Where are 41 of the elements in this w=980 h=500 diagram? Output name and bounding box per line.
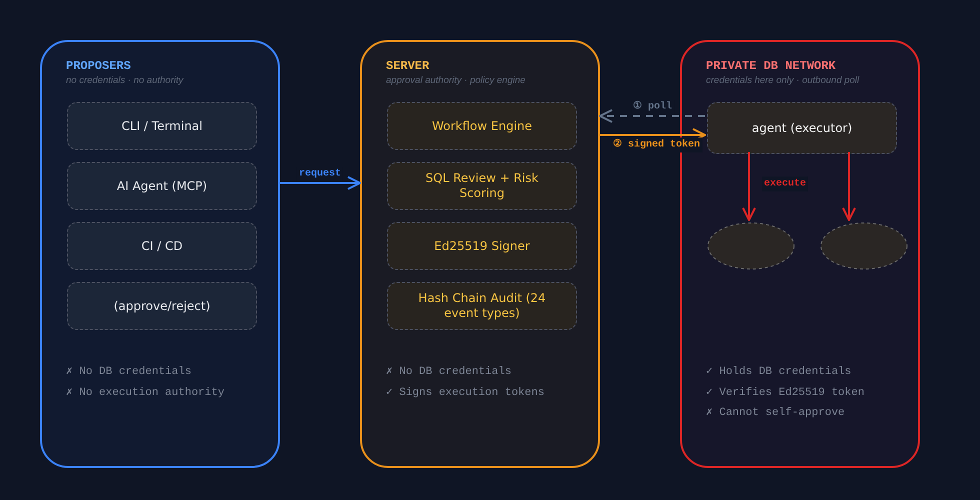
component-box	[67, 282, 257, 330]
group-subtitle: approval authority · policy engine	[386, 74, 526, 88]
edge-label: execute	[762, 176, 808, 192]
group-panel	[40, 40, 280, 468]
note-text: ✗ No execution authority	[66, 386, 224, 400]
component-box	[67, 102, 257, 150]
component-box	[67, 222, 257, 270]
component-box	[387, 102, 577, 150]
note-text: ✗ No DB credentials	[386, 365, 512, 380]
group-title: PRIVATE DB NETWORK	[706, 58, 836, 75]
component-box	[707, 102, 897, 154]
group-title: SERVER	[386, 58, 430, 75]
component-label: agent (executor)	[752, 120, 852, 136]
component-box	[67, 162, 257, 210]
component-label: CI / CD	[141, 238, 183, 254]
note-text: ✓ Holds DB credentials	[706, 365, 852, 380]
component-label: Workflow Engine	[432, 118, 532, 134]
arrow	[742, 152, 756, 221]
component-label: CLI / Terminal	[122, 118, 202, 134]
component-label: AI Agent (MCP)	[116, 178, 208, 194]
component-box	[387, 282, 577, 330]
note-text: ✗ Cannot self-approve	[706, 406, 846, 421]
component-label: Hash Chain Audit (24 event types)	[417, 291, 547, 321]
component-label: (approve/reject)	[114, 298, 210, 314]
arrow	[842, 152, 856, 221]
component-box	[387, 222, 577, 270]
note-text: ✗ No DB credentials	[66, 365, 192, 380]
arrow	[599, 109, 705, 123]
note-text: ✓ Verifies Ed25519 token	[706, 386, 864, 400]
group-subtitle: no credentials · no authority	[66, 74, 184, 88]
component-label: SQL Review + Risk Scoring	[424, 171, 540, 201]
component-box	[387, 162, 577, 210]
database-ellipse	[820, 222, 908, 270]
group-subtitle: credentials here only · outbound poll	[706, 74, 860, 88]
edge-label: ② signed token	[611, 138, 702, 152]
group-panel	[360, 40, 600, 468]
database-ellipse	[707, 222, 795, 270]
component-label: Ed25519 Signer	[434, 238, 530, 254]
group-title: PROPOSERS	[66, 58, 131, 75]
arrow	[280, 176, 361, 190]
note-text: ✓ Signs execution tokens	[386, 386, 544, 400]
